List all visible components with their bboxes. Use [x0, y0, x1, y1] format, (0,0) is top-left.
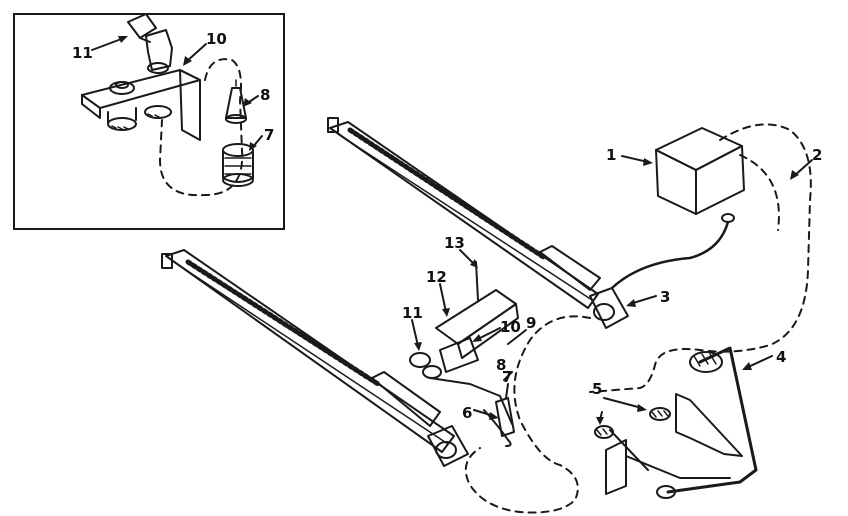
- callout-11: 11: [402, 304, 423, 322]
- pilot-bracket: [81, 69, 201, 141]
- inset-detail: [13, 13, 285, 230]
- bracket-fittings: [107, 81, 172, 131]
- inset-frame: [13, 13, 285, 230]
- orifice-fittings: [594, 407, 671, 439]
- thermocouple-nut: [222, 143, 254, 187]
- upper-burner-ports: [347, 127, 548, 261]
- callout-5: 5: [592, 380, 602, 398]
- thermocouple-tip: [225, 79, 247, 124]
- callout-8: 8: [496, 356, 506, 374]
- callout-inset-7: 7: [264, 126, 274, 144]
- callout-4: 4: [776, 348, 786, 366]
- callout-6: 6: [462, 404, 472, 422]
- control-arc: [739, 154, 780, 231]
- callout-7: 7: [502, 368, 512, 386]
- upper-burner: [327, 117, 629, 329]
- callout-13: 13: [444, 234, 465, 252]
- inset-leaders: [91, 36, 263, 151]
- callout-10: 10: [500, 318, 521, 336]
- main-tube: [464, 315, 591, 514]
- lower-burner: [161, 249, 469, 467]
- control-box: [655, 127, 745, 223]
- burner-frame: [605, 346, 758, 499]
- main-leaders: [411, 155, 813, 425]
- callout-inset-10: 10: [206, 30, 227, 48]
- callout-labels: 11 10 8 7 1 2 3 4 5 6 7 8 9 10 11 12 13: [72, 30, 822, 422]
- callout-2: 2: [812, 146, 822, 164]
- callout-inset-11: 11: [72, 44, 93, 62]
- callout-12: 12: [426, 268, 447, 286]
- control-wire: [610, 220, 730, 290]
- lower-burner-ports: [185, 259, 381, 387]
- callout-3: 3: [660, 288, 670, 306]
- inset-tube: [158, 58, 244, 197]
- lead-wire-loop: [589, 123, 812, 393]
- callout-inset-8: 8: [260, 86, 270, 104]
- callout-1: 1: [606, 146, 616, 164]
- callout-9: 9: [526, 314, 536, 332]
- pilot-assembly-main: [409, 261, 519, 447]
- pilot-hood: [127, 13, 173, 74]
